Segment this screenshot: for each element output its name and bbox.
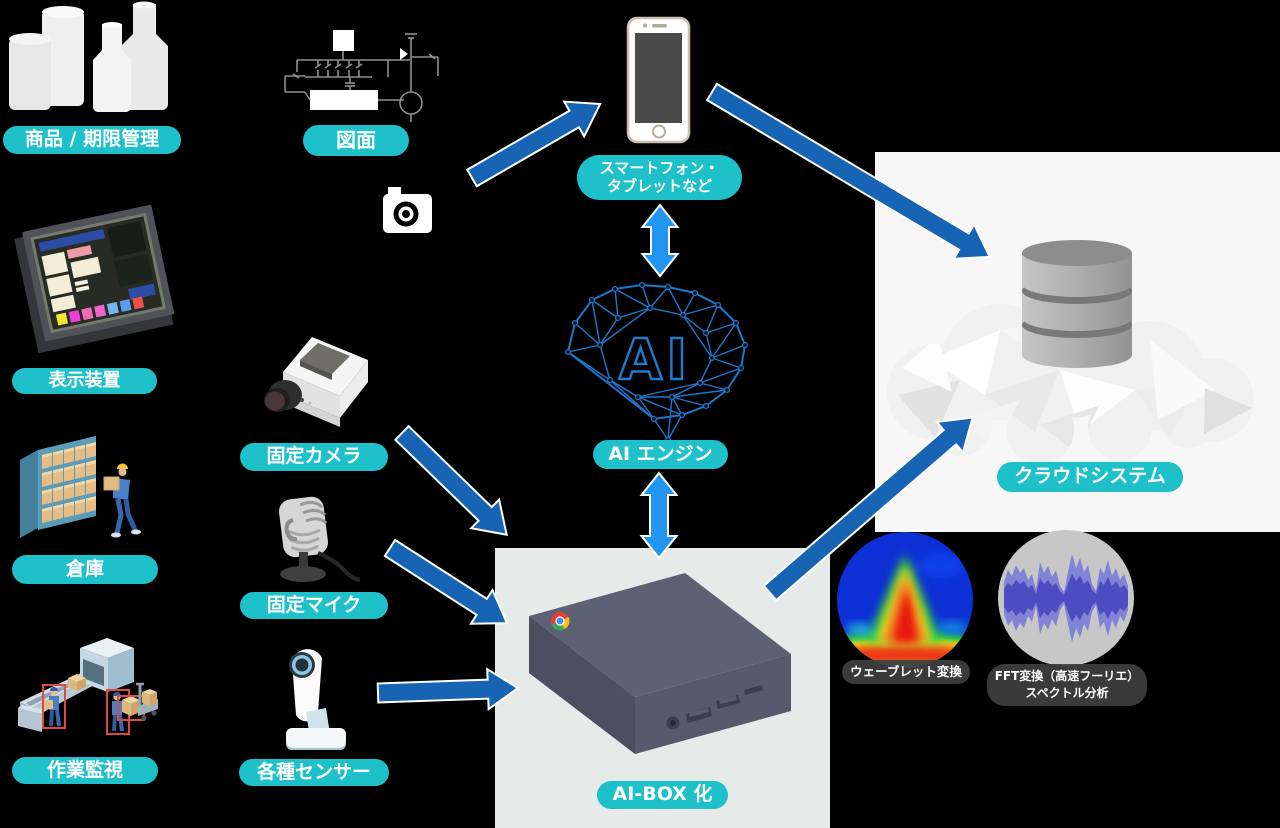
arrow-smartphone-to-cloud (705, 82, 992, 260)
label-ai-engine: AI エンジン (593, 440, 728, 469)
label-display: 表示装置 (12, 368, 157, 394)
microphone-icon (279, 496, 361, 582)
label-fixed-camera: 固定カメラ (240, 443, 388, 471)
smartphone-icon (626, 16, 691, 144)
label-fft-line2: スペクトル分析 (1025, 686, 1109, 700)
label-cloud: クラウドシステム (997, 462, 1183, 492)
chrome-logo-icon (551, 612, 570, 631)
arrows (376, 82, 992, 712)
conveyor-icon (18, 638, 158, 735)
label-work-monitoring: 作業監視 (12, 757, 158, 784)
label-smartphone-line1: スマートフォン・ (599, 159, 720, 178)
arrow-mic-to-aibox (383, 538, 509, 625)
arrow-images-to-smartphone (465, 100, 602, 188)
label-smartphone: スマートフォン・ タブレットなど (577, 155, 742, 200)
ai-brain-icon: AI (564, 281, 749, 444)
label-smartphone-line2: タブレットなど (606, 176, 712, 195)
sensor-icon (286, 649, 346, 750)
camera-glyph-icon (383, 187, 432, 233)
arrow-aibox-to-cloud (762, 416, 974, 602)
fixed-camera-icon (264, 337, 368, 427)
fft-waveform-icon (998, 530, 1134, 666)
label-warehouse: 倉庫 (12, 555, 158, 584)
ai-brain-text: AI (619, 328, 691, 393)
label-fft-line1: FFT変換（高速フーリエ） (994, 669, 1140, 684)
wavelet-spectrogram-icon (837, 532, 973, 668)
products-icon (9, 1, 168, 112)
cloud-database-icon (887, 240, 1254, 464)
arrow-sensors-to-aibox (376, 667, 520, 712)
label-drawing: 図面 (303, 125, 409, 156)
ai-box-device-icon (529, 573, 791, 754)
double-arrows (639, 203, 680, 560)
label-fft: FFT変換（高速フーリエ） スペクトル分析 (987, 664, 1147, 706)
display-icon (14, 204, 175, 354)
warehouse-icon (20, 436, 141, 538)
double-arrow-ai-aibox (639, 471, 679, 560)
arrow-camera-to-aibox (393, 424, 508, 537)
label-products: 商品 / 期限管理 (3, 126, 181, 154)
double-arrow-smartphone-ai (640, 203, 680, 278)
schematic-icon (284, 30, 439, 122)
label-fixed-mic: 固定マイク (240, 592, 388, 619)
label-sensors: 各種センサー (239, 759, 389, 786)
label-ai-box: AI-BOX 化 (597, 781, 728, 809)
label-wavelet: ウェーブレット変換 (842, 660, 970, 684)
